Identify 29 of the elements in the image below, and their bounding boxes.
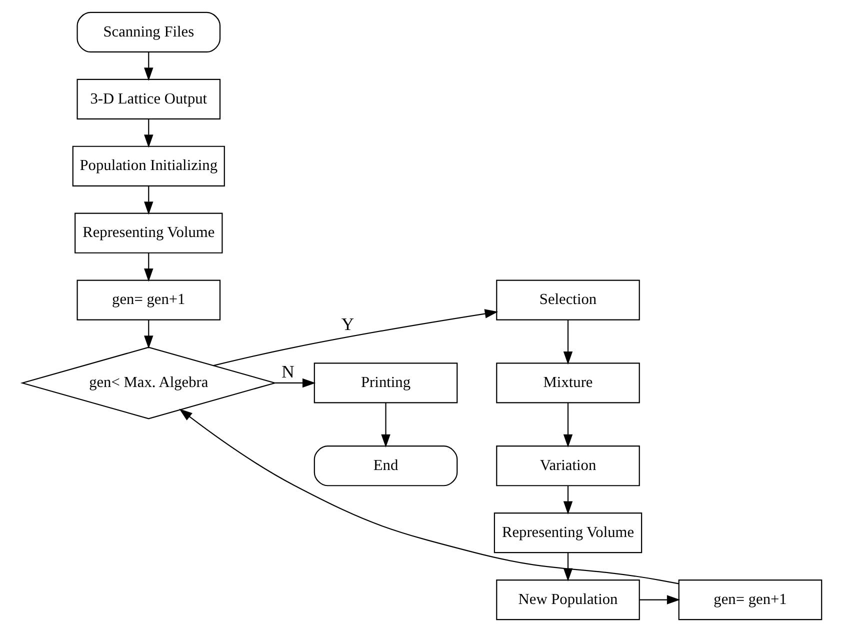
arrow bbox=[144, 186, 153, 215]
arrow bbox=[380, 402, 390, 448]
node-box: End bbox=[313, 446, 458, 486]
node-box: Printing bbox=[313, 362, 458, 404]
edge-label: Y bbox=[340, 314, 354, 334]
arrow bbox=[562, 552, 572, 582]
arrow bbox=[562, 402, 572, 448]
arrow bbox=[144, 320, 153, 349]
node-box: Population Initializing bbox=[72, 146, 224, 186]
arrow bbox=[274, 378, 316, 388]
node-box: Selection bbox=[496, 280, 640, 320]
node-box: Representing Volume bbox=[493, 512, 642, 554]
node-box: Representing Volume bbox=[74, 212, 222, 254]
arrow bbox=[562, 486, 572, 514]
arrow bbox=[144, 52, 153, 81]
node-box: gen= gen+1 bbox=[678, 579, 822, 620]
edge-label: N bbox=[281, 361, 294, 382]
node-box: Mixture bbox=[496, 362, 640, 404]
arrow bbox=[178, 408, 678, 584]
node-box: gen= gen+1 bbox=[76, 280, 220, 320]
node-box: New Population bbox=[496, 579, 640, 620]
arrow bbox=[639, 595, 680, 604]
node-box: 3-D Lattice Output bbox=[76, 78, 220, 120]
arrow bbox=[562, 320, 572, 365]
node-box: Scanning Files bbox=[76, 12, 220, 53]
arrow bbox=[144, 119, 153, 148]
node-box: Variation bbox=[496, 446, 640, 486]
arrow bbox=[212, 309, 498, 366]
arrow bbox=[144, 252, 153, 282]
